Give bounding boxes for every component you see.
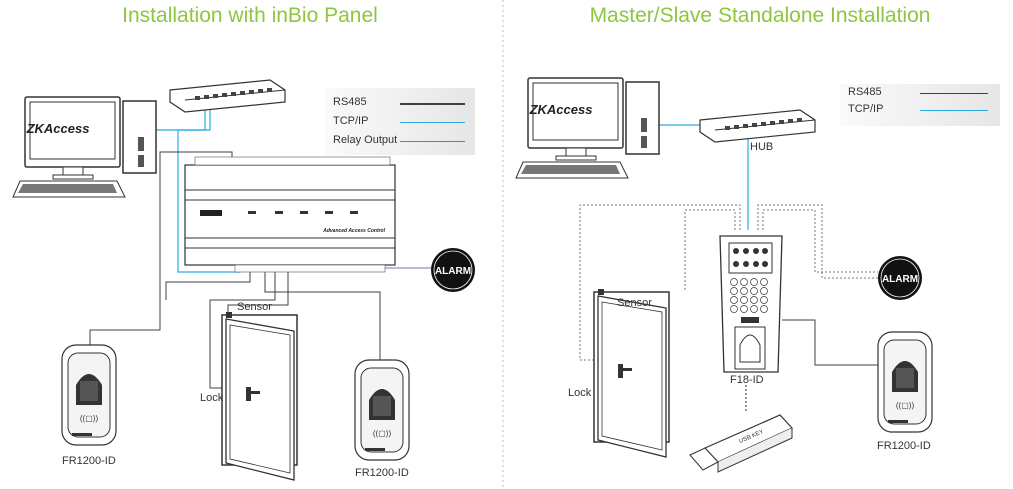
right-title: Master/Slave Standalone Installation <box>589 4 931 27</box>
legend-tcpip: TCP/IP <box>848 103 884 115</box>
usb-key: USB KEY <box>689 414 794 473</box>
right-reader <box>877 331 933 433</box>
left-title: Installation with inBio Panel <box>122 4 378 27</box>
right-lock-label: Lock <box>568 387 592 399</box>
left-computer <box>12 96 157 198</box>
right-reader-label: FR1200-ID <box>877 440 931 452</box>
left-computer-logo: ZKAccess <box>26 121 90 136</box>
left-lock-label: Lock <box>200 392 224 404</box>
right-computer <box>515 77 660 179</box>
left-legend: RS485 TCP/IP Relay Output <box>325 88 475 155</box>
svg-text:Advanced Access Control: Advanced Access Control <box>322 228 385 234</box>
legend-rs485: RS485 <box>848 86 882 98</box>
f18-terminal <box>719 235 783 373</box>
left-alarm: ALARM <box>431 248 475 292</box>
right-sensor-label: Sensor <box>617 297 652 309</box>
left-reader1-label: FR1200-ID <box>62 455 116 467</box>
left-door-sensor <box>226 312 232 318</box>
left-door <box>221 314 298 481</box>
left-reader-1 <box>61 344 117 446</box>
right-door-sensor <box>598 289 604 295</box>
left-reader-2 <box>354 359 410 461</box>
hub-label: HUB <box>750 141 774 153</box>
left-network-switch <box>169 79 286 113</box>
legend-rs485-line <box>920 93 988 94</box>
right-computer-logo: ZKAccess <box>529 102 593 117</box>
terminal-label: F18-ID <box>730 374 764 386</box>
legend-relay-line <box>400 141 465 142</box>
legend-tcpip-line <box>920 110 988 111</box>
legend-relay: Relay Output <box>333 134 398 146</box>
right-door <box>593 291 670 458</box>
inbio-panel: Advanced Access Control <box>184 156 396 273</box>
right-wiring <box>579 124 880 412</box>
legend-tcpip: TCP/IP <box>333 115 369 127</box>
legend-tcpip-line <box>400 122 465 123</box>
legend-rs485: RS485 <box>333 96 367 108</box>
left-sensor-label: Sensor <box>237 301 272 313</box>
svg-text:ALARM: ALARM <box>882 274 918 285</box>
right-alarm: ALARM <box>878 256 922 300</box>
left-reader2-label: FR1200-ID <box>355 467 409 479</box>
svg-text:ALARM: ALARM <box>435 266 471 277</box>
right-legend: RS485 TCP/IP <box>840 84 1000 126</box>
legend-rs485-line <box>400 103 465 105</box>
hub-switch <box>699 109 816 143</box>
